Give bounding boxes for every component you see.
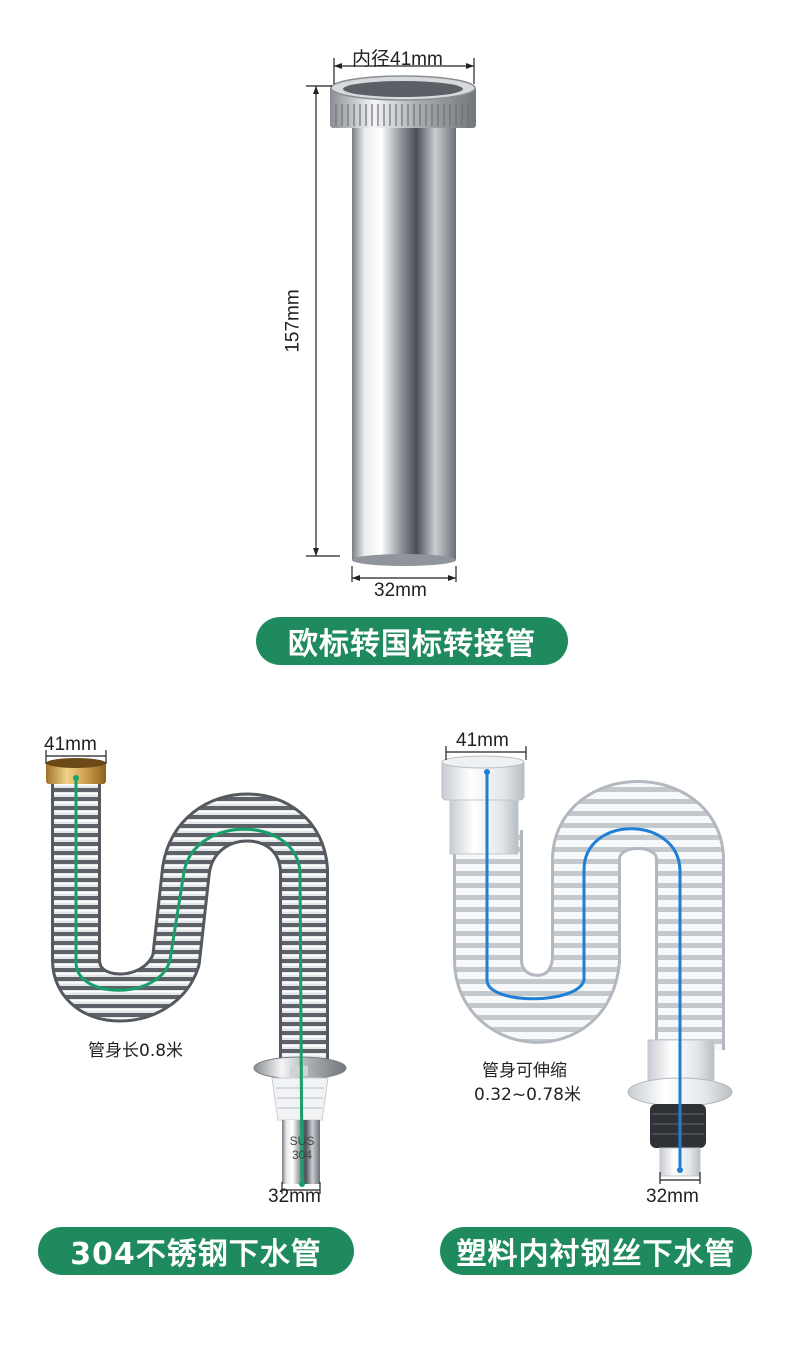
tube-body bbox=[352, 128, 456, 560]
adapter-tube-title: 欧标转国标转接管 bbox=[256, 617, 568, 665]
tube-bottom-label: 32mm bbox=[374, 580, 427, 601]
height-label: 157mm bbox=[282, 289, 304, 353]
stamp-line-1: SUS bbox=[289, 1134, 315, 1148]
stamp-line-2: 304 bbox=[291, 1148, 313, 1162]
steel-hose-title: 304不锈钢下水管 bbox=[38, 1227, 354, 1275]
brass-nut bbox=[46, 762, 106, 784]
steel-top-dim-label: 41mm bbox=[44, 734, 97, 755]
plastic-stretch-note-1: 管身可伸缩 bbox=[482, 1061, 567, 1081]
steel-hose-image bbox=[45, 750, 347, 1194]
plastic-stretch-note-2: 0.32~0.78米 bbox=[474, 1085, 581, 1105]
plastic-bottom-dim-label: 32mm bbox=[646, 1186, 699, 1207]
sus304-stamp: SUS 304 bbox=[287, 1134, 317, 1162]
plastic-hose-title: 塑料内衬钢丝下水管 bbox=[440, 1227, 752, 1275]
plastic-hose-image bbox=[441, 746, 733, 1184]
inner-diameter-label: 内径41mm bbox=[352, 49, 443, 70]
plastic-top-dim-label: 41mm bbox=[456, 730, 509, 751]
adapter-tube-image bbox=[306, 58, 476, 582]
steel-length-line bbox=[74, 778, 304, 1185]
plastic-length-line bbox=[485, 772, 682, 1170]
steel-bottom-dim-label: 32mm bbox=[268, 1186, 321, 1207]
steel-length-note: 管身长0.8米 bbox=[88, 1041, 184, 1061]
